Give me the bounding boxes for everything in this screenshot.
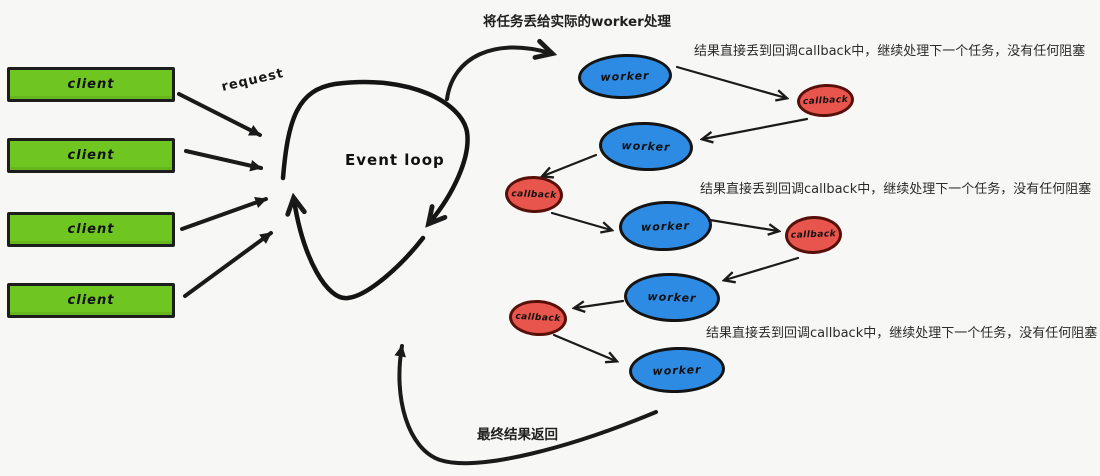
callback-annotation-3: 结果直接丢到回调callback中，继续处理下一个任务，没有任何阻塞 — [706, 326, 1098, 341]
event-loop-label: Event loop — [345, 151, 445, 169]
event-loop-shape — [280, 79, 470, 301]
worker-callback-arrows — [543, 65, 809, 361]
event-loop-arc-bottom — [294, 200, 426, 301]
callback-annotation-2: 结果直接丢到回调callback中，继续处理下一个任务，没有任何阻塞 — [700, 182, 1092, 197]
event-loop-arc-top — [280, 79, 470, 222]
arrow-worker3-callback3 — [708, 218, 778, 231]
request-arrow-1 — [177, 92, 262, 137]
bottom-annotation: 最终结果返回 — [477, 427, 558, 443]
arrow-worker2-callback2 — [543, 153, 598, 176]
arrow-callback1-worker2 — [703, 117, 809, 139]
arrow-callback4-worker5 — [552, 333, 616, 361]
request-arrow-2 — [184, 149, 263, 172]
top-annotation: 将任务丢给实际的worker处理 — [483, 14, 671, 30]
request-arrow-4 — [183, 231, 273, 298]
arrow-worker1-callback1 — [675, 65, 786, 98]
dispatch-arrow — [445, 48, 550, 101]
request-arrow-3 — [180, 197, 268, 231]
client-box-4: client — [7, 283, 175, 318]
client-box-1: client — [7, 67, 175, 102]
arrow-worker4-callback4 — [575, 299, 625, 308]
client-box-2: client — [7, 138, 175, 173]
callback-annotation-1: 结果直接丢到回调callback中，继续处理下一个任务，没有任何阻塞 — [694, 44, 1086, 59]
return-arrow — [394, 344, 658, 466]
client-request-arrows — [177, 92, 273, 298]
arrow-callback3-worker4 — [725, 256, 800, 280]
client-box-3: client — [7, 212, 175, 247]
arrow-callback2-worker3 — [550, 211, 611, 230]
